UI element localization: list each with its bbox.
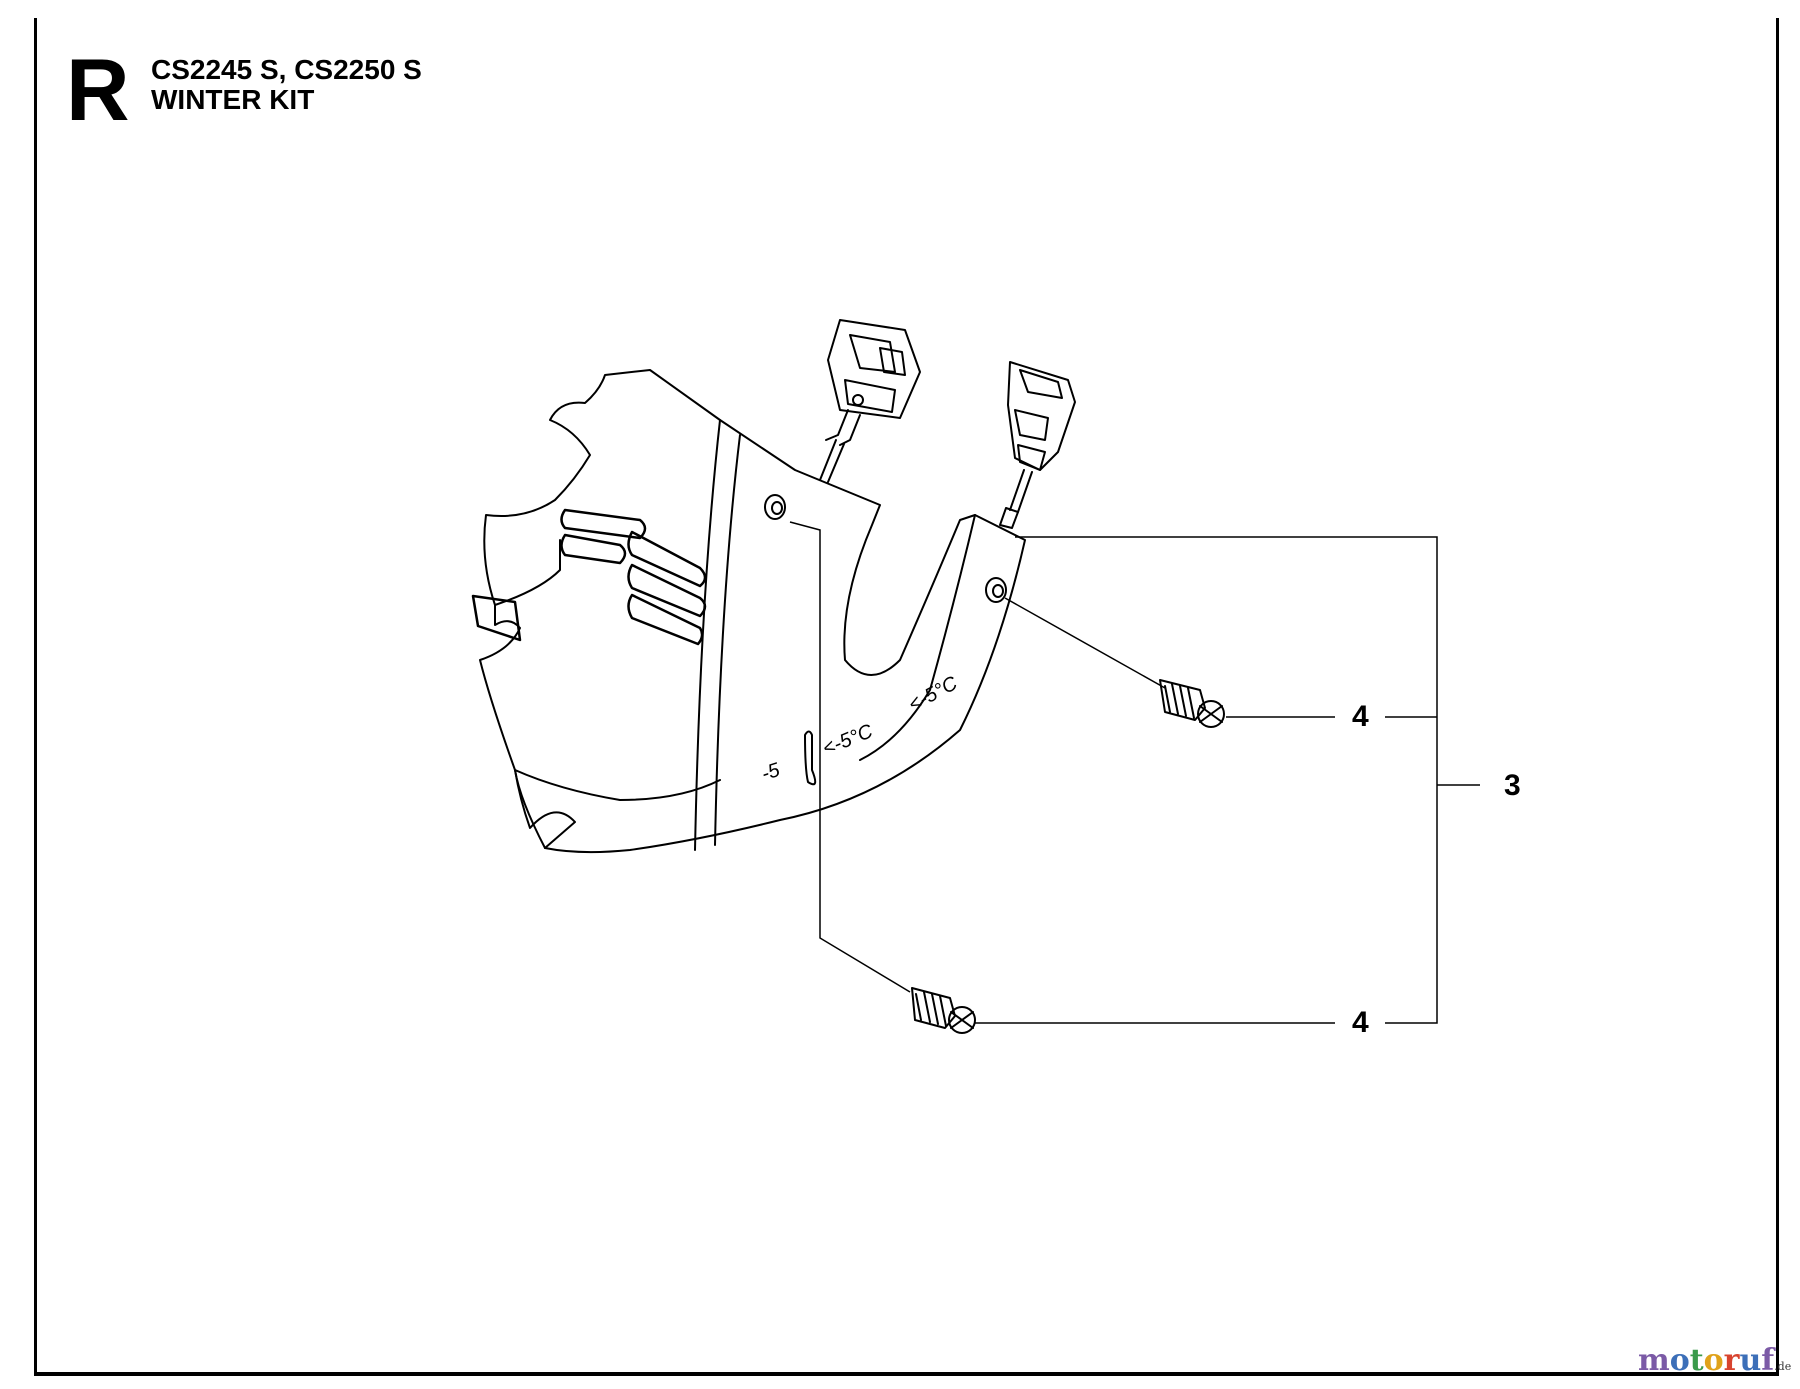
- frame-right-border: [1776, 18, 1779, 1375]
- diagram-title: WINTER KIT: [151, 84, 315, 115]
- leader-screw-left-hole: [789, 521, 911, 993]
- connector-left: [819, 319, 921, 483]
- cover-mark-temp: <-5°C: [820, 720, 877, 760]
- screw-hole-right-inner: [992, 584, 1004, 598]
- thermometer-symbol: [804, 730, 817, 786]
- watermark-letter: r: [1723, 1343, 1740, 1378]
- cover-right-flange: [859, 514, 976, 761]
- watermark-letter: o: [1669, 1343, 1690, 1378]
- leader-kit-top: [1015, 536, 1438, 1024]
- cover-plate-outline: [479, 369, 1026, 854]
- watermark-letter: o: [1703, 1343, 1724, 1378]
- model-numbers: CS2245 S, CS2250 S: [151, 54, 422, 85]
- screw-upper: [1159, 679, 1225, 728]
- screw-hole-left-inner: [771, 501, 783, 515]
- vent-slots: [471, 508, 707, 646]
- cover-lower-edge: [514, 769, 721, 849]
- connector-right: [999, 361, 1076, 529]
- leader-lines: [789, 521, 1480, 1024]
- cover-ridge-right: [714, 434, 741, 846]
- cover-mark-left: -5: [759, 759, 784, 786]
- leader-screw-right-hole: [1004, 597, 1166, 689]
- section-letter: R: [66, 40, 130, 139]
- watermark-logo: motoruf.de: [1638, 1346, 1791, 1376]
- screw-hole-right: [985, 577, 1007, 603]
- title-block: CS2245 S, CS2250 S WINTER KIT: [151, 55, 422, 115]
- watermark-letter: t: [1689, 1343, 1704, 1378]
- screw-hole-left: [764, 494, 786, 520]
- watermark-letter: m: [1638, 1343, 1670, 1378]
- frame-left-border: [34, 18, 37, 1375]
- frame-bottom-border: [34, 1372, 1779, 1376]
- callout-screw-upper: 4: [1352, 700, 1369, 733]
- callout-kit: 3: [1504, 769, 1521, 802]
- cover-ridge-left: [694, 419, 721, 851]
- watermark-letter: f: [1761, 1343, 1775, 1378]
- watermark-letter: u: [1739, 1343, 1762, 1378]
- cover-inner-edge: [494, 539, 561, 606]
- callout-screw-lower: 4: [1352, 1006, 1369, 1039]
- watermark-tld: .de: [1774, 1360, 1792, 1373]
- screw-lower: [911, 987, 976, 1034]
